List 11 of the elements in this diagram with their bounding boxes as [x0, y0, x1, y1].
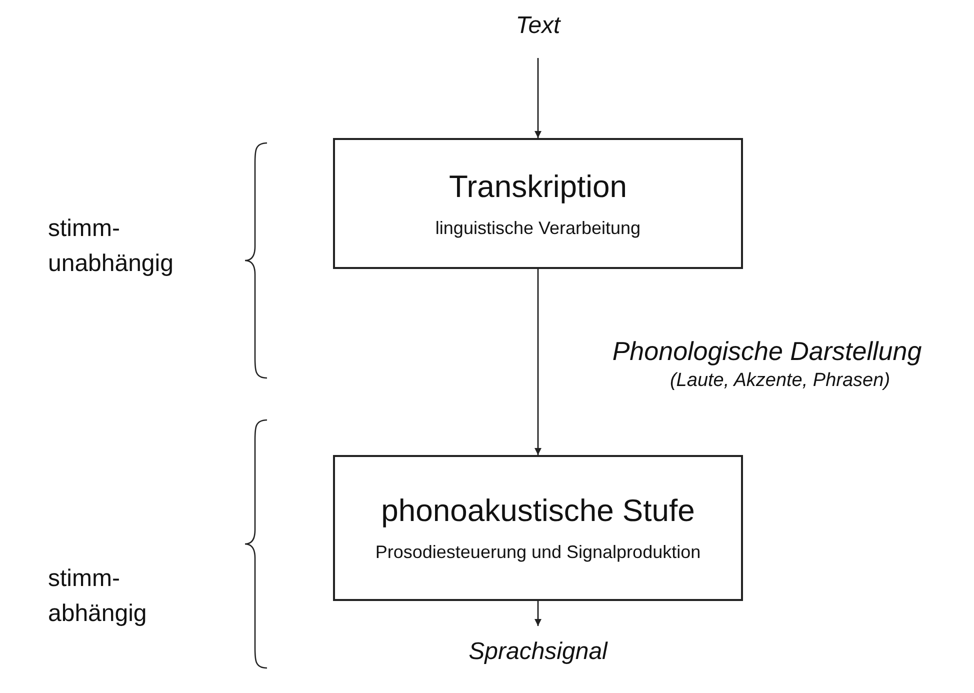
box-subtitle: Prosodiesteuerung und Signalproduktion: [375, 541, 701, 564]
box-subtitle: linguistische Verarbeitung: [435, 216, 641, 240]
io-label: Sprachsignal: [468, 637, 608, 668]
io-label: Text: [516, 11, 560, 42]
process-box: [333, 455, 743, 601]
box-title: Transkription: [448, 168, 628, 206]
note: (Laute, Akzente, Phrasen): [668, 370, 892, 393]
box-title: phonoakustische Stufe: [381, 492, 695, 530]
group-label: stimm- abhängig: [47, 564, 148, 629]
process-box: [333, 138, 743, 269]
group-label: stimm- unabhängig: [47, 214, 174, 279]
